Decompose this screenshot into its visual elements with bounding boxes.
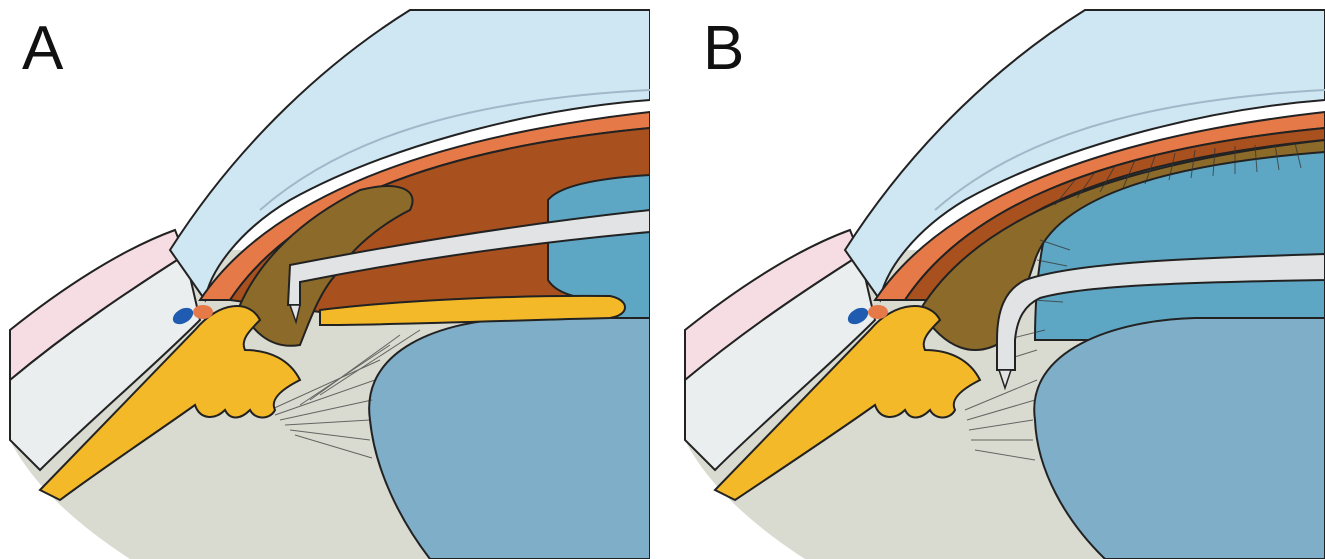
panel-label-b: B bbox=[703, 18, 744, 80]
panel-label-a: A bbox=[22, 18, 63, 80]
lens bbox=[369, 318, 650, 559]
scleral-spur bbox=[868, 305, 888, 319]
eye-angle-illustration-a bbox=[0, 0, 650, 559]
scleral-spur bbox=[193, 305, 213, 319]
panel-b: B bbox=[675, 0, 1325, 559]
eye-angle-illustration-b bbox=[675, 0, 1325, 559]
lens bbox=[1034, 318, 1325, 559]
panel-a: A bbox=[0, 0, 650, 559]
